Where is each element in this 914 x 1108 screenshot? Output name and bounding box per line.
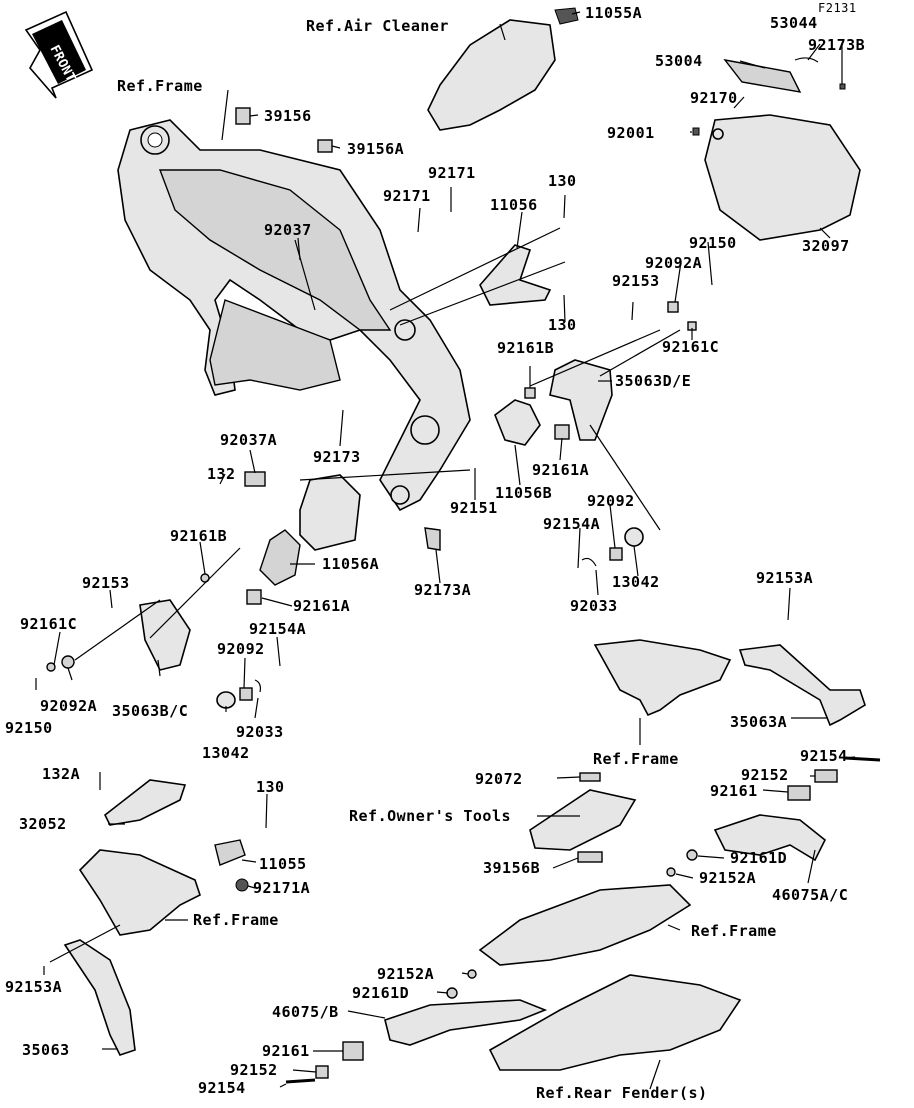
callout-92033-a: 92033 (570, 597, 618, 615)
footrest-bracket-35063A (593, 639, 732, 717)
callout-92154A-b: 92154A (249, 620, 307, 638)
callout-13042-b: 13042 (202, 744, 250, 762)
callout-53044: 53044 (770, 14, 818, 32)
plate-11056B (494, 399, 541, 446)
callout-11056A: 11056A (322, 555, 380, 573)
callout-130-a: 130 (548, 172, 577, 190)
callout-46075B: 46075/B (272, 1003, 339, 1021)
callout-35063BC: 35063B/C (112, 702, 189, 720)
callout-11055A: 11055A (585, 4, 643, 22)
callout-11056: 11056 (490, 196, 538, 214)
callout-ref-frame-3: Ref.Frame (193, 911, 279, 929)
callout-92092A-a: 92092A (645, 254, 703, 272)
callout-92173: 92173 (313, 448, 361, 466)
callout-92152-b: 92152 (230, 1061, 278, 1079)
callout-92170: 92170 (690, 89, 738, 107)
callout-92161A-b: 92161A (293, 597, 351, 615)
callout-39156B: 39156B (483, 859, 541, 877)
callout-11056B: 11056B (495, 484, 553, 502)
callout-92161B-b: 92161B (170, 527, 228, 545)
callout-32097: 32097 (802, 237, 850, 255)
clip-11055A (554, 7, 579, 25)
tool-bag (529, 789, 637, 851)
callout-92154-b: 92154 (198, 1079, 246, 1097)
callout-13042-a: 13042 (612, 573, 660, 591)
callout-92173A: 92173A (414, 581, 472, 599)
callout-92001: 92001 (607, 124, 655, 142)
rear-fender (488, 974, 742, 1071)
callout-92150-a: 92150 (689, 234, 737, 252)
callout-ref-rear-fender: Ref.Rear Fender(s) (536, 1084, 708, 1102)
callout-92037: 92037 (264, 221, 312, 239)
bracket-11056 (479, 244, 552, 306)
callout-92153-a: 92153 (612, 272, 660, 290)
step-holder-46075B (384, 999, 548, 1046)
callout-92161-b: 92161 (262, 1042, 310, 1060)
callout-53004: 53004 (655, 52, 703, 70)
callout-92153A-b: 92153A (5, 978, 63, 996)
callout-92092A-b: 92092A (40, 697, 98, 715)
callout-92092-b: 92092 (217, 640, 265, 658)
callout-92152A-a: 92152A (699, 869, 757, 887)
callout-46075AC: 46075A/C (772, 886, 849, 904)
callout-132: 132 (207, 465, 236, 483)
callout-32052: 32052 (19, 815, 67, 833)
callout-35063: 35063 (22, 1041, 70, 1059)
figure-code: F2131 (818, 1, 857, 15)
callout-92171-b: 92171 (383, 187, 431, 205)
callout-92033-b: 92033 (236, 723, 284, 741)
callout-92161C-a: 92161C (662, 338, 720, 356)
callout-35063A: 35063A (730, 713, 788, 731)
footrest-bracket-35063 (63, 939, 136, 1056)
callout-92161-a: 92161 (710, 782, 758, 800)
center-bracket-11056A (299, 474, 361, 551)
callout-92152-a: 92152 (741, 766, 789, 784)
callout-92154A-a: 92154A (543, 515, 601, 533)
callout-92161A-a: 92161A (532, 461, 590, 479)
callout-92173B: 92173B (808, 36, 866, 54)
callout-92151: 92151 (450, 499, 498, 517)
bracket-32052 (103, 779, 187, 826)
callout-92037A: 92037A (220, 431, 278, 449)
callout-130-c: 130 (256, 778, 285, 796)
callout-130-b: 130 (548, 316, 577, 334)
footrest-bracket-35063BC (139, 599, 191, 671)
callout-ref-frame-4: Ref.Frame (691, 922, 777, 940)
battery-case (692, 57, 861, 241)
callout-92152A-b: 92152A (377, 965, 435, 983)
callout-92072: 92072 (475, 770, 523, 788)
callout-92153-b: 92153 (82, 574, 130, 592)
main-frame (117, 119, 471, 512)
callout-39156A: 39156A (347, 140, 405, 158)
callout-11055: 11055 (259, 855, 307, 873)
callout-92171A: 92171A (253, 879, 311, 897)
block-39156A (317, 139, 333, 153)
callout-92171-a: 92171 (428, 164, 476, 182)
air-cleaner-housing (427, 19, 556, 131)
left-rear-bracket (78, 849, 201, 936)
callout-132A: 132A (42, 765, 81, 783)
callout-92161C-b: 92161C (20, 615, 78, 633)
callout-92153A-a: 92153A (756, 569, 814, 587)
callout-92161B-a: 92161B (497, 339, 555, 357)
callout-ref-owners-tools: Ref.Owner's Tools (349, 807, 512, 825)
callout-35063DE: 35063D/E (615, 372, 692, 390)
callout-ref-frame-1: Ref.Frame (117, 77, 203, 95)
step-holder-46075AC (713, 814, 827, 862)
callout-ref-frame-2: Ref.Frame (593, 750, 679, 768)
callout-39156: 39156 (264, 107, 312, 125)
footrest-bracket-35063DE (549, 359, 613, 441)
callout-92161D-b: 92161D (352, 984, 410, 1002)
rear-subframe (478, 884, 692, 966)
callout-92161D-a: 92161D (730, 849, 788, 867)
block-39156 (235, 107, 251, 125)
callout-ref-air-cleaner: Ref.Air Cleaner (306, 17, 449, 35)
callout-92150-b: 92150 (5, 719, 53, 737)
callout-92154-a: 92154 (800, 747, 848, 765)
front-arrow-icon: FRONT (24, 10, 94, 99)
callout-92092-a: 92092 (587, 492, 635, 510)
